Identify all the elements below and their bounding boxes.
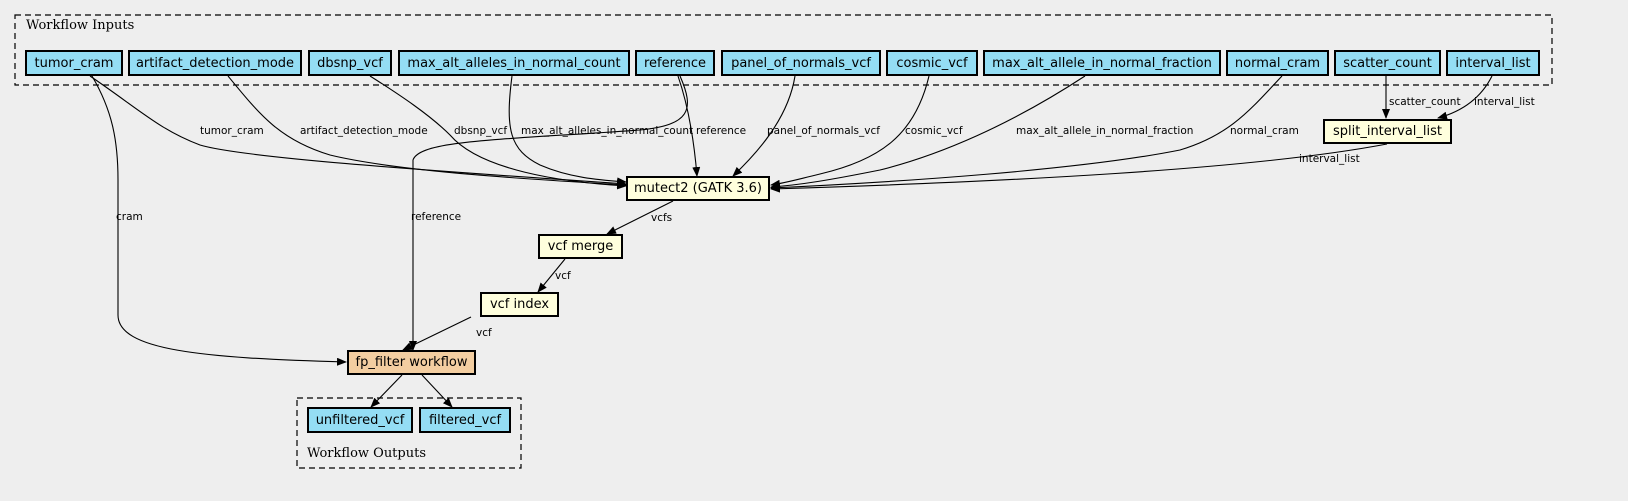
input-node-scatter-count[interactable]: scatter_count <box>1334 50 1441 76</box>
edge-label-cram: cram <box>116 211 143 223</box>
edge-max-alt-alleles-count <box>508 75 627 186</box>
edge-dbsnp-vcf <box>369 75 627 190</box>
edge-vcf-index-out <box>402 316 472 351</box>
step-node-mutect2[interactable]: mutect2 (GATK 3.6) <box>626 176 770 201</box>
edge-to-filtered-vcf <box>421 374 453 408</box>
edge-label-vcfs: vcfs <box>651 212 672 224</box>
edge-label-reference-fp: reference <box>411 211 461 223</box>
edge-label-max-alt-allele-fraction: max_alt_allele_in_normal_fraction <box>1016 125 1193 137</box>
output-node-unfiltered-vcf[interactable]: unfiltered_vcf <box>307 407 413 433</box>
edge-label-vcf-merge-out: vcf <box>555 270 571 282</box>
outputs-cluster-border <box>296 397 522 469</box>
edge-label-normal-cram: normal_cram <box>1230 125 1299 137</box>
edge-artifact-detection-mode <box>227 75 627 189</box>
input-node-max-alt-alleles-in-normal-count[interactable]: max_alt_alleles_in_normal_count <box>398 50 630 76</box>
input-node-dbsnp-vcf[interactable]: dbsnp_vcf <box>308 50 392 76</box>
edge-cosmic-vcf <box>770 75 930 188</box>
edge-label-reference: reference <box>696 125 746 137</box>
edge-label-interval-list-out: interval_list <box>1299 153 1360 165</box>
input-node-interval-list[interactable]: interval_list <box>1446 50 1540 76</box>
edge-reference-to-fp-filter <box>409 75 688 351</box>
subworkflow-node-fp-filter[interactable]: fp_filter workflow <box>347 350 476 375</box>
edge-to-unfiltered-vcf <box>370 374 403 408</box>
workflow-inputs-title: Workflow Inputs <box>26 18 135 33</box>
input-node-normal-cram[interactable]: normal_cram <box>1226 50 1329 76</box>
edge-interval-list <box>1437 75 1493 120</box>
edge-label-max-alt-alleles-count: max_alt_alleles_in_normal_count <box>521 125 693 137</box>
edge-label-tumor-cram: tumor_cram <box>200 125 264 137</box>
edge-label-vcf-index-out: vcf <box>476 327 492 339</box>
input-node-max-alt-allele-in-normal-fraction[interactable]: max_alt_allele_in_normal_fraction <box>983 50 1221 76</box>
input-node-artifact-detection-mode[interactable]: artifact_detection_mode <box>128 50 302 76</box>
edge-label-artifact-detection-mode: artifact_detection_mode <box>300 125 428 137</box>
edge-label-scatter-count: scatter_count <box>1389 96 1461 108</box>
edge-panel-of-normals <box>732 75 796 177</box>
workflow-outputs-title: Workflow Outputs <box>307 446 426 461</box>
edge-label-dbsnp-vcf: dbsnp_vcf <box>454 125 507 137</box>
edge-label-panel-of-normals: panel_of_normals_vcf <box>767 125 880 137</box>
step-node-split-interval-list[interactable]: split_interval_list <box>1323 119 1452 144</box>
step-node-vcf-merge[interactable]: vcf merge <box>538 234 623 259</box>
edge-label-interval-list-in: interval_list <box>1474 96 1535 108</box>
input-node-tumor-cram[interactable]: tumor_cram <box>25 50 123 76</box>
edge-vcfs <box>606 200 674 235</box>
edge-max-alt-allele-fraction <box>770 75 1086 191</box>
input-node-cosmic-vcf[interactable]: cosmic_vcf <box>886 50 978 76</box>
edge-reference <box>677 75 701 177</box>
edge-tumor-cram <box>89 75 627 188</box>
output-node-filtered-vcf[interactable]: filtered_vcf <box>419 407 511 433</box>
edge-split-interval-list <box>770 143 1388 193</box>
inputs-cluster-border <box>14 14 1553 86</box>
edge-label-cosmic-vcf: cosmic_vcf <box>905 125 963 137</box>
step-node-vcf-index[interactable]: vcf index <box>480 292 559 317</box>
input-node-panel-of-normals-vcf[interactable]: panel_of_normals_vcf <box>721 50 881 76</box>
input-node-reference[interactable]: reference <box>635 50 715 76</box>
edge-normal-cram <box>770 75 1283 192</box>
edge-cram-to-fp-filter <box>91 75 347 366</box>
edge-vcf-merge-out <box>537 258 566 293</box>
